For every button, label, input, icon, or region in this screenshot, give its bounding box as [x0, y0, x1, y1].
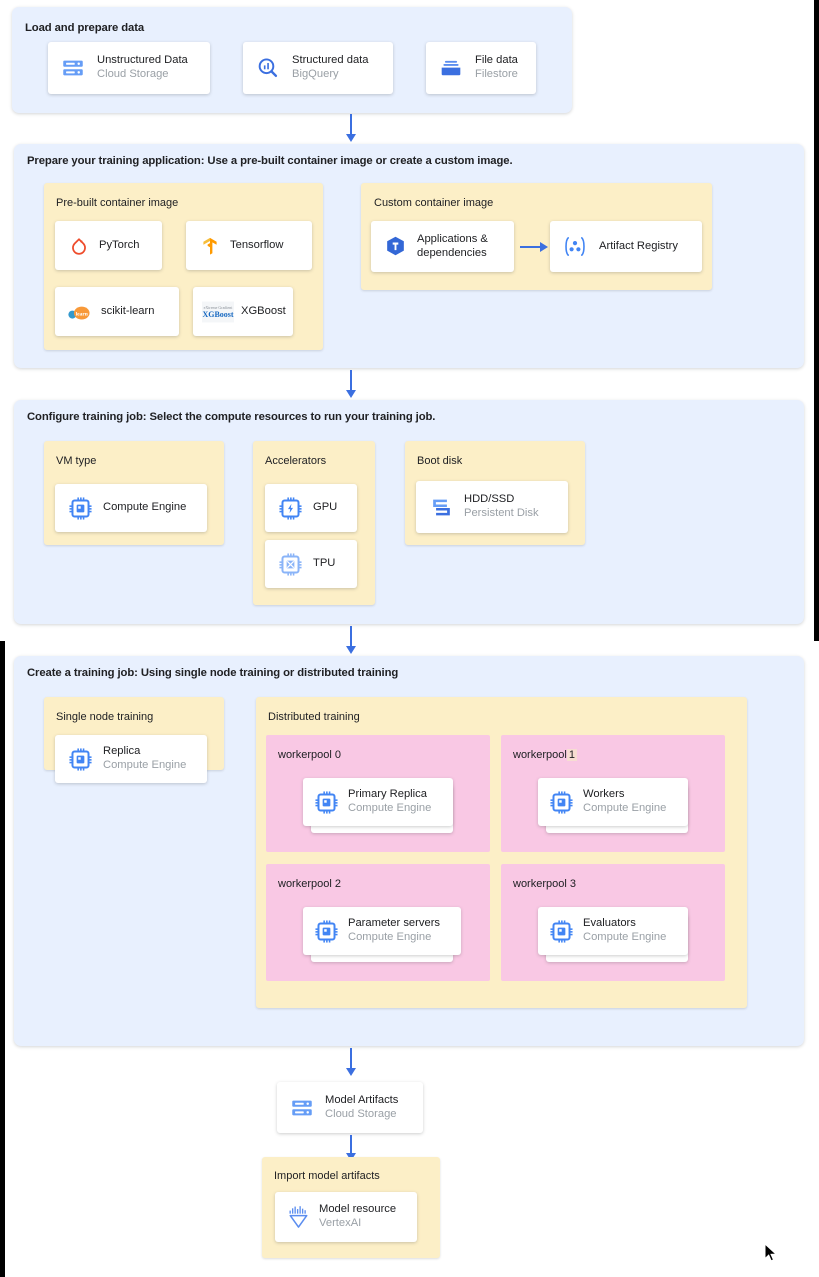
card-subtitle: Compute Engine [103, 759, 187, 771]
pool-label: workerpool 2 [278, 878, 341, 890]
card-evaluators[interactable]: Evaluators Compute Engine [538, 907, 688, 955]
tensorflow-icon [198, 234, 222, 258]
pool-label-highlight: 1 [566, 749, 577, 761]
cpu-chip-icon [313, 918, 339, 944]
card-file-data[interactable]: File data Filestore [426, 42, 536, 94]
cpu-chip-icon [548, 789, 574, 815]
card-title: File data [475, 54, 518, 67]
group-title: Accelerators [265, 455, 327, 467]
card-compute-engine[interactable]: Compute Engine [55, 484, 207, 532]
filestore-icon [437, 54, 465, 82]
card-title: Unstructured Data [97, 54, 188, 67]
card-title: TPU [313, 557, 336, 570]
tpu-chip-icon [277, 551, 303, 577]
card-subtitle: VertexAI [319, 1217, 362, 1229]
screenshot-edge-bar-left [0, 641, 5, 1277]
stage-title: Prepare your training application: Use a… [27, 155, 513, 167]
card-pytorch[interactable]: PyTorch [55, 221, 162, 270]
card-title: PyTorch [99, 238, 140, 251]
stage-title: Create a training job: Using single node… [27, 667, 399, 679]
card-tensorflow[interactable]: Tensorflow [186, 221, 312, 270]
group-title: Import model artifacts [274, 1170, 380, 1182]
group-title: Boot disk [417, 455, 463, 467]
group-title: Distributed training [268, 711, 360, 723]
card-xgboost[interactable]: eXtreme Gradient XGBoost XGBoost [193, 287, 293, 336]
screenshot-edge-bar-right [814, 0, 819, 641]
cloud-storage-icon [59, 54, 87, 82]
card-subtitle: Compute Engine [348, 931, 432, 943]
cpu-chip-icon [548, 918, 574, 944]
card-hdd-ssd[interactable]: HDD/SSD Persistent Disk [416, 481, 568, 533]
card-title: scikit-learn [101, 304, 155, 317]
vertexai-icon [286, 1204, 310, 1230]
stage-title: Load and prepare data [25, 22, 145, 34]
card-structured-data[interactable]: Structured data BigQuery [243, 42, 393, 94]
card-artifact-registry[interactable]: Artifact Registry [550, 221, 702, 272]
gpu-chip-icon [277, 495, 303, 521]
group-title: VM type [56, 455, 97, 467]
card-title: Model Artifacts [325, 1093, 399, 1106]
svg-text:eXtreme Gradient: eXtreme Gradient [204, 304, 234, 309]
pool-label: workerpool 0 [278, 749, 341, 761]
card-title: Tensorflow [230, 238, 284, 251]
persistent-disk-icon [428, 494, 454, 520]
card-title: GPU [313, 501, 338, 514]
card-title: Structured data [292, 54, 369, 67]
card-title: Replica [103, 745, 141, 758]
xgboost-icon: eXtreme Gradient XGBoost [202, 300, 234, 324]
group-title: Pre-built container image [56, 197, 179, 209]
pool-label-prefix: workerpool [513, 749, 567, 761]
card-model-artifacts[interactable]: Model Artifacts Cloud Storage [277, 1082, 423, 1133]
card-subtitle: Compute Engine [348, 802, 432, 814]
cpu-chip-icon [67, 746, 93, 772]
card-model-resource[interactable]: Model resource VertexAI [275, 1192, 417, 1242]
card-tpu[interactable]: TPU [265, 540, 357, 588]
card-subtitle: Persistent Disk [464, 507, 539, 519]
card-title: Primary Replica [348, 788, 427, 801]
bigquery-icon [254, 54, 282, 82]
card-title: Evaluators [583, 917, 636, 930]
card-title: Model resource [319, 1203, 397, 1216]
pytorch-icon [67, 234, 91, 258]
card-title: Applications & dependencies [417, 232, 488, 259]
card-title: Workers [583, 788, 625, 801]
cpu-chip-icon [313, 789, 339, 815]
pool-label: workerpool 3 [513, 878, 576, 890]
card-subtitle: Filestore [475, 68, 518, 80]
artifact-registry-icon [561, 234, 589, 260]
card-subtitle: Cloud Storage [97, 68, 169, 80]
card-title: Parameter servers [348, 917, 441, 930]
card-title: Compute Engine [103, 501, 187, 514]
svg-text:XGBoost: XGBoost [202, 309, 233, 318]
card-workers[interactable]: Workers Compute Engine [538, 778, 688, 826]
card-subtitle: Compute Engine [583, 802, 667, 814]
cpu-chip-icon [67, 495, 93, 521]
card-unstructured-data[interactable]: Unstructured Data Cloud Storage [48, 42, 210, 94]
card-scikit-learn[interactable]: learn scikit-learn [55, 287, 179, 336]
scikit-learn-icon: learn [67, 301, 93, 323]
card-title: Artifact Registry [599, 239, 678, 252]
card-subtitle: Compute Engine [583, 931, 667, 943]
cloud-storage-icon [288, 1094, 316, 1122]
card-gpu[interactable]: GPU [265, 484, 357, 532]
applications-icon [382, 234, 408, 260]
mouse-cursor [764, 1242, 778, 1263]
card-title: HDD/SSD [464, 493, 515, 506]
card-applications-and-dependencies[interactable]: Applications & dependencies [371, 221, 514, 272]
card-subtitle: BigQuery [292, 68, 339, 80]
card-title: XGBoost [241, 304, 286, 317]
group-title: Custom container image [374, 197, 494, 209]
card-primary-replica[interactable]: Primary Replica Compute Engine [303, 778, 453, 826]
stage-title: Configure training job: Select the compu… [27, 411, 436, 423]
group-title: Single node training [56, 711, 154, 723]
svg-text:learn: learn [76, 311, 88, 317]
card-subtitle: Cloud Storage [325, 1107, 397, 1120]
card-replica[interactable]: Replica Compute Engine [55, 735, 207, 783]
card-parameter-servers[interactable]: Parameter servers Compute Engine [303, 907, 461, 955]
